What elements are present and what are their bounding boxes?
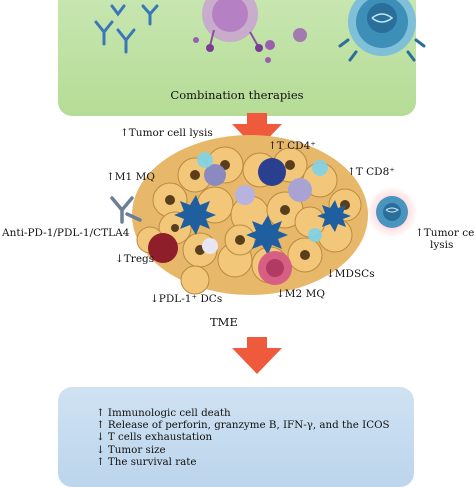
lysis-cell-icon — [376, 196, 408, 228]
checkpoint-antibody-icon — [110, 196, 142, 224]
outcome-item: ↑ The survival rate — [96, 455, 197, 468]
outcomes-panel — [58, 387, 414, 487]
outcome-item: ↑ Release of perforin, granzyme B, IFN-γ… — [96, 419, 390, 432]
combination-therapies-label: Combination therapies — [170, 88, 304, 102]
dna-cell-icon — [338, 0, 426, 62]
outcome-item: ↑ Immunologic cell death — [96, 407, 231, 419]
label-tme: TME — [210, 315, 238, 329]
illustration-layer — [94, 0, 426, 374]
label-tumor-cell-lysis-right-2: lysis — [430, 239, 454, 251]
antibody-icon-group — [94, 4, 136, 54]
label-tumor-cell-lysis-right-1: ↑Tumor cell — [415, 227, 474, 239]
label-m2-mq: ↓M2 MQ — [276, 288, 325, 300]
outcomes-list: ↑ Immunologic cell death ↑ Release of pe… — [96, 407, 390, 468]
antibody-icon-small — [141, 4, 159, 26]
label-m1-mq: ↑M1 MQ — [106, 171, 155, 183]
label-mdscs: ↓MDSCs — [326, 268, 375, 280]
label-pdl1-dcs: ↓PDL-1⁺ DCs — [150, 293, 223, 305]
label-tumor-cell-lysis-top: ↑Tumor cell lysis — [120, 127, 213, 139]
nanoparticle-icon — [193, 0, 307, 63]
label-t-cd4: ↑T CD4⁺ — [268, 140, 316, 152]
outcome-item: ↓ T cells exhaustation — [96, 431, 213, 444]
label-tregs: ↓Tregs — [115, 253, 155, 265]
label-checkpoint-inhibitors: Anti-PD-1/PDL-1/CTLA4 — [2, 227, 130, 239]
label-t-cd8: ↑T CD8⁺ — [347, 166, 395, 178]
down-arrow-2 — [232, 337, 282, 374]
outcome-item: ↓ Tumor size — [96, 443, 166, 456]
tme-cell-cluster — [132, 135, 368, 295]
